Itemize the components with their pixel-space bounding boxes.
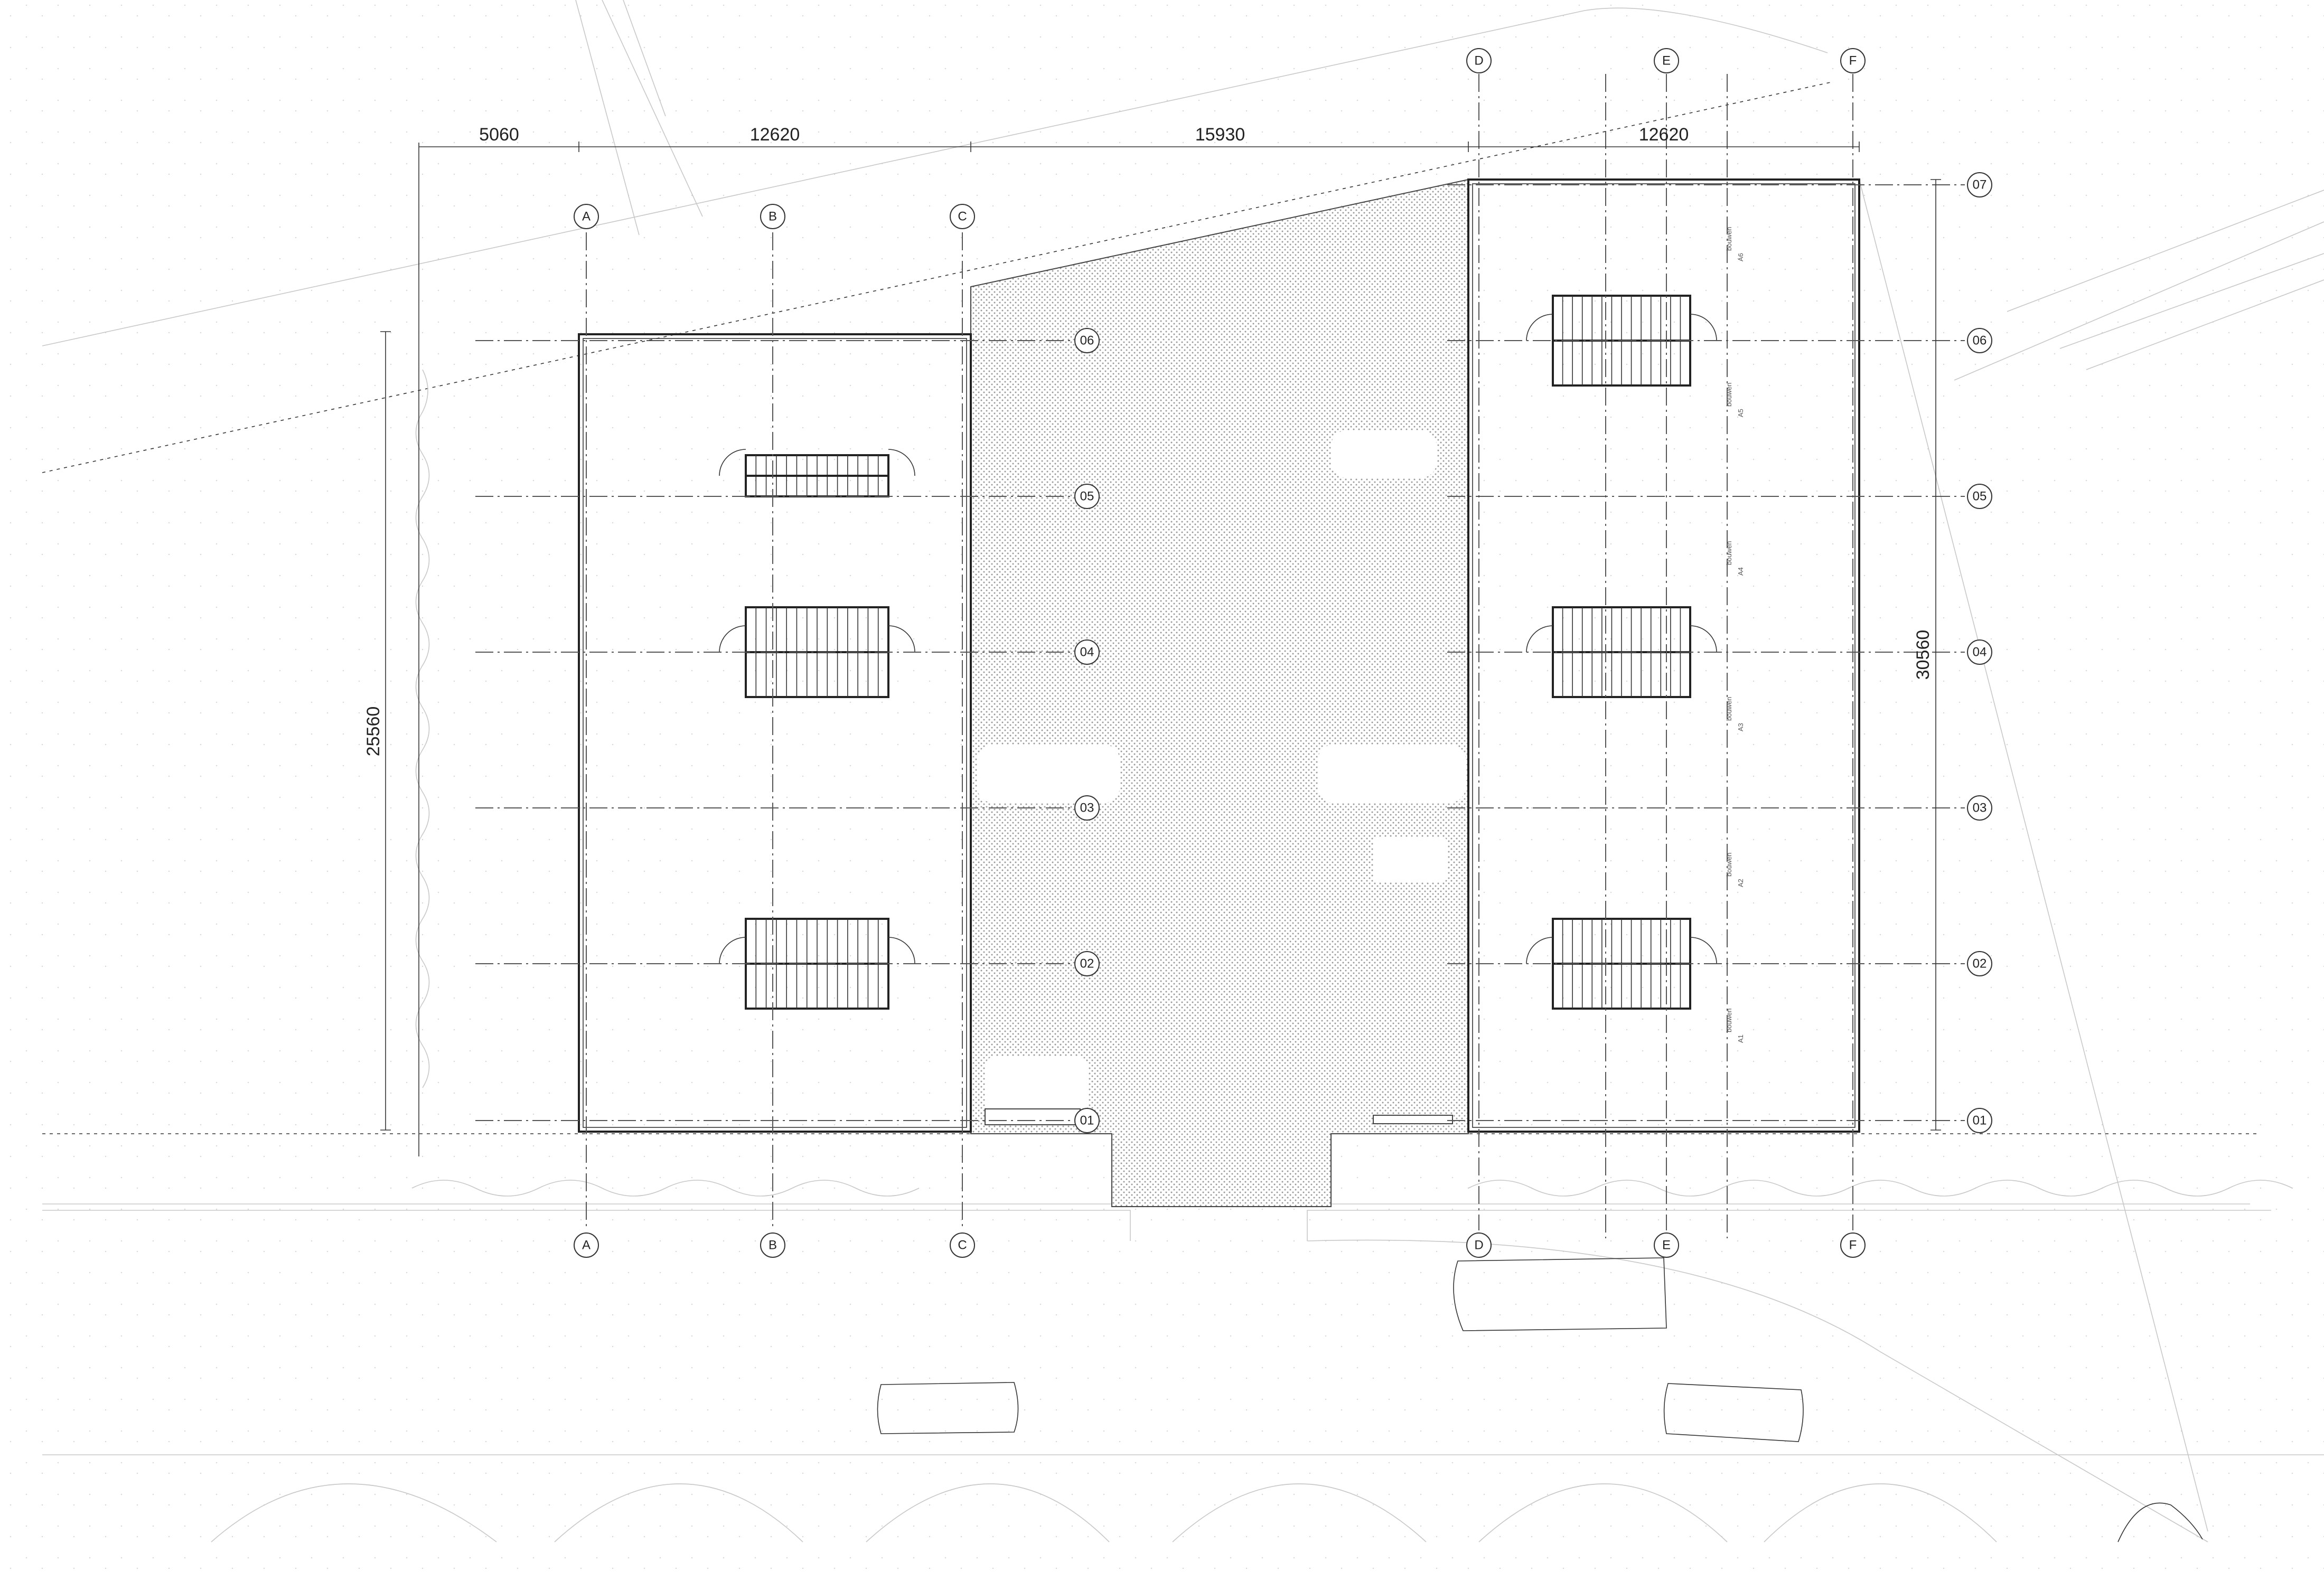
svg-text:F: F bbox=[1849, 54, 1857, 68]
grid-bubble-top-c: C bbox=[950, 204, 975, 229]
svg-text:C: C bbox=[958, 210, 967, 224]
dimension-top-4: 12620 bbox=[1639, 125, 1689, 145]
dimension-top-3: 15930 bbox=[1195, 125, 1245, 145]
svg-text:02: 02 bbox=[1080, 957, 1094, 971]
svg-text:B: B bbox=[769, 210, 777, 224]
grid-bubble-row-right-05: 05 bbox=[1967, 484, 1992, 509]
site-context-lines bbox=[42, 0, 2324, 1542]
svg-text:01: 01 bbox=[1973, 1114, 1987, 1128]
unit-caption-a1: bouwen bbox=[1725, 1008, 1733, 1032]
grid-bubble-row-right-06: 06 bbox=[1967, 328, 1992, 353]
unit-labels: A6bouwenA5bouwenA4bouwenA3bouwenA2bouwen… bbox=[1725, 227, 1745, 1043]
svg-text:07: 07 bbox=[1973, 178, 1987, 192]
unit-label-a2: A2 bbox=[1737, 879, 1745, 887]
svg-text:E: E bbox=[1662, 54, 1671, 68]
grid-bubble-row-right-04: 04 bbox=[1967, 639, 1992, 665]
grid-bubble-top-f: F bbox=[1840, 48, 1866, 73]
grid-bubble-bottom-a: A bbox=[574, 1232, 599, 1258]
stair-left-05 bbox=[719, 449, 915, 497]
unit-caption-a2: bouwen bbox=[1725, 852, 1733, 877]
svg-text:B: B bbox=[769, 1238, 777, 1253]
grid-bubble-top-d: D bbox=[1466, 48, 1492, 73]
svg-text:F: F bbox=[1849, 1238, 1857, 1253]
svg-text:01: 01 bbox=[1080, 1114, 1094, 1128]
svg-text:06: 06 bbox=[1973, 334, 1987, 348]
dimension-left: 25560 bbox=[363, 707, 383, 757]
unit-caption-a5: bouwen bbox=[1725, 382, 1733, 407]
dimension-top-2: 12620 bbox=[750, 125, 800, 145]
unit-label-a3: A3 bbox=[1737, 723, 1745, 731]
grid-bubble-row-right-01: 01 bbox=[1967, 1108, 1992, 1133]
unit-caption-a6: bouwen bbox=[1725, 227, 1733, 251]
building-left-block bbox=[578, 333, 972, 1133]
unit-caption-a4: bouwen bbox=[1725, 541, 1733, 565]
vehicles bbox=[877, 1257, 2203, 1542]
svg-text:04: 04 bbox=[1080, 645, 1094, 660]
svg-text:05: 05 bbox=[1080, 490, 1094, 504]
grid-bubble-row-left-06: 06 bbox=[1074, 328, 1100, 353]
grid-bubble-bottom-e: E bbox=[1654, 1232, 1679, 1258]
unit-caption-a3: bouwen bbox=[1725, 697, 1733, 721]
dimension-top-1: 5060 bbox=[479, 125, 519, 145]
svg-text:03: 03 bbox=[1080, 801, 1094, 815]
grid-bubbles: A A B B C C D D E E F F 06 05 04 03 02 01 07 06 05 04 03 02 01 bbox=[574, 48, 1992, 1258]
svg-text:A: A bbox=[582, 210, 591, 224]
building-right-block bbox=[1467, 178, 1860, 1133]
svg-text:D: D bbox=[1474, 54, 1483, 68]
grid-bubble-bottom-b: B bbox=[760, 1232, 785, 1258]
structural-grid-lines bbox=[475, 74, 1965, 1238]
dimension-right: 30560 bbox=[1913, 630, 1933, 680]
svg-text:06: 06 bbox=[1080, 334, 1094, 348]
grid-bubble-top-a: A bbox=[574, 204, 599, 229]
svg-text:05: 05 bbox=[1973, 490, 1987, 504]
grid-bubble-bottom-c: C bbox=[950, 1232, 975, 1258]
grid-bubble-row-left-03: 03 bbox=[1074, 795, 1100, 821]
grid-bubble-row-left-01: 01 bbox=[1074, 1108, 1100, 1133]
unit-label-a1: A1 bbox=[1737, 1034, 1745, 1043]
grid-bubble-row-left-04: 04 bbox=[1074, 639, 1100, 665]
unit-label-a6: A6 bbox=[1737, 253, 1745, 261]
courtyard-paving bbox=[970, 178, 1469, 1207]
grid-bubble-bottom-f: F bbox=[1840, 1232, 1866, 1258]
grid-bubble-top-e: E bbox=[1654, 48, 1679, 73]
grid-bubble-row-left-05: 05 bbox=[1074, 484, 1100, 509]
unit-label-a4: A4 bbox=[1737, 567, 1745, 576]
grid-bubble-row-right-03: 03 bbox=[1967, 795, 1992, 821]
grid-bubble-row-left-02: 02 bbox=[1074, 951, 1100, 976]
unit-label-a5: A5 bbox=[1737, 409, 1745, 417]
svg-text:C: C bbox=[958, 1238, 967, 1253]
svg-text:03: 03 bbox=[1973, 801, 1987, 815]
svg-text:04: 04 bbox=[1973, 645, 1987, 660]
dimension-lines bbox=[380, 142, 1941, 1156]
svg-text:A: A bbox=[582, 1238, 591, 1253]
svg-text:D: D bbox=[1474, 1238, 1483, 1253]
grid-bubble-bottom-d: D bbox=[1466, 1232, 1492, 1258]
svg-text:02: 02 bbox=[1973, 957, 1987, 971]
grid-bubble-top-b: B bbox=[760, 204, 785, 229]
grid-bubble-row-right-07: 07 bbox=[1967, 172, 1992, 197]
svg-text:E: E bbox=[1662, 1238, 1671, 1253]
grid-bubble-row-right-02: 02 bbox=[1967, 951, 1992, 976]
